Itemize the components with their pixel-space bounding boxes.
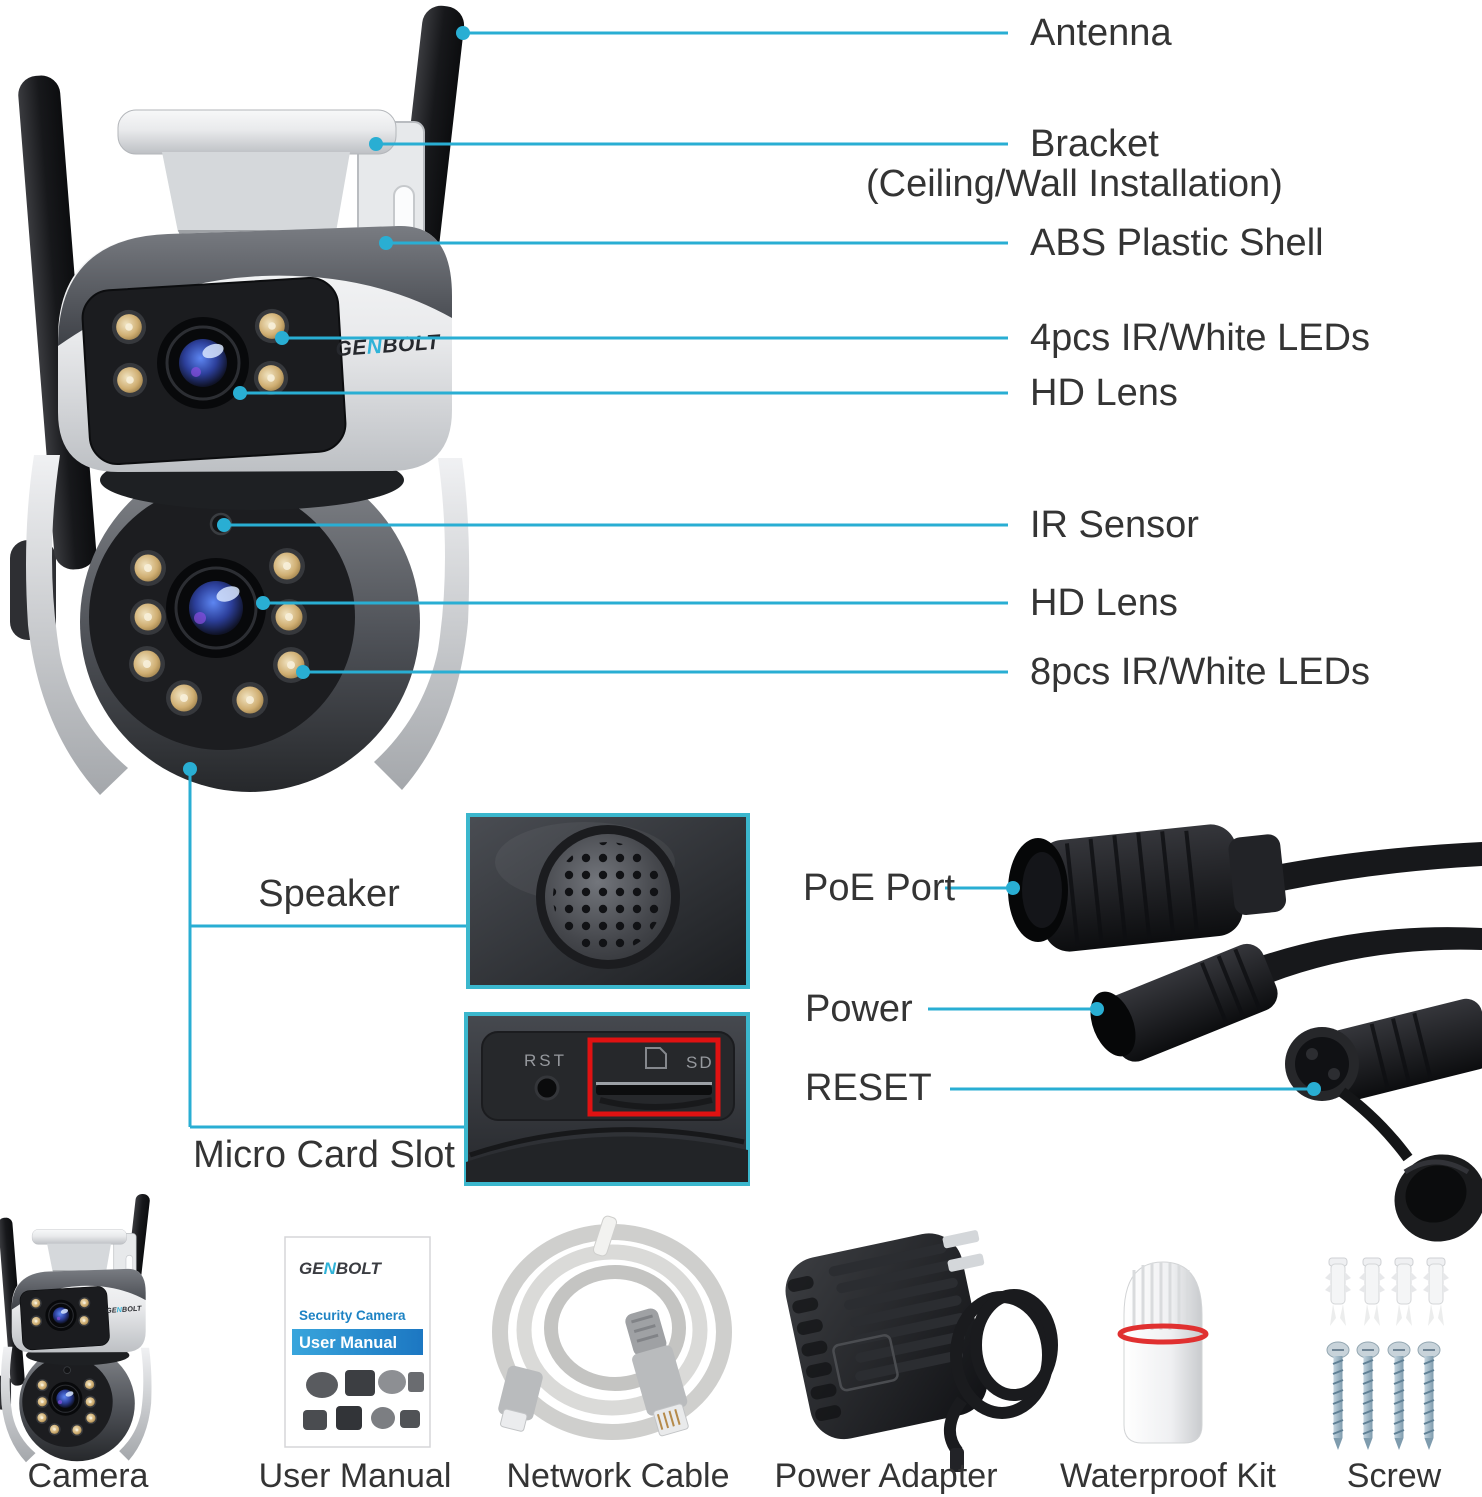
callout-lines xyxy=(183,26,1321,1129)
power-connector xyxy=(1090,927,1482,1062)
package-power-adapter xyxy=(785,1230,1058,1472)
card-slot-inset: RST SD xyxy=(464,1012,750,1186)
callout-label-antenna: Antenna xyxy=(1030,12,1172,54)
speaker-grille xyxy=(553,842,663,952)
callout-label-speaker: Speaker xyxy=(258,873,400,915)
sd-card-icon xyxy=(645,1047,667,1069)
manual-title: User Manual xyxy=(299,1334,397,1352)
rj45-connector xyxy=(625,1308,689,1437)
package-camera xyxy=(0,1193,152,1462)
callout-label-8pcs-leds: 8pcs IR/White LEDs xyxy=(1030,651,1370,693)
callout-label-bracket-sub: (Ceiling/Wall Installation) xyxy=(866,163,1283,205)
callout-label-abs-shell: ABS Plastic Shell xyxy=(1030,222,1324,264)
package-screws xyxy=(1324,1257,1450,1451)
speaker-inset xyxy=(466,813,750,989)
reset-button xyxy=(534,1075,560,1101)
package-label-screw: Screw xyxy=(1346,1457,1442,1495)
callout-label-reset: RESET xyxy=(805,1067,932,1109)
callout-label-hd-lens-bottom: HD Lens xyxy=(1030,582,1178,624)
package-label-network-cable: Network Cable xyxy=(506,1457,730,1495)
rst-label: RST xyxy=(524,1051,567,1070)
callout-dots xyxy=(183,26,1321,1096)
package-network-cable xyxy=(492,1215,732,1440)
poe-connector xyxy=(1008,824,1482,952)
reset-cap xyxy=(1394,1154,1482,1242)
package-label-user-manual: User Manual xyxy=(258,1457,452,1495)
callout-label-micro-card-slot: Micro Card Slot xyxy=(193,1134,455,1176)
red-highlight-box xyxy=(587,1037,721,1117)
callout-label-4pcs-leds: 4pcs IR/White LEDs xyxy=(1030,317,1370,359)
sd-label: SD xyxy=(686,1053,714,1072)
callout-label-hd-lens-top: HD Lens xyxy=(1030,372,1178,414)
callout-label-power: Power xyxy=(805,988,913,1030)
callout-label-ir-sensor: IR Sensor xyxy=(1030,504,1199,546)
callout-label-poe-port: PoE Port xyxy=(803,867,956,909)
reset-connector xyxy=(1285,998,1482,1242)
manual-thumbnails xyxy=(303,1370,424,1430)
cap-strap xyxy=(1338,1087,1413,1162)
callout-label-bracket: Bracket xyxy=(1030,123,1159,165)
sd-slot xyxy=(596,1085,712,1095)
cable-pigtail-photo xyxy=(1008,824,1482,1242)
package-label-waterproof-kit: Waterproof Kit xyxy=(1059,1457,1277,1495)
manual-subtitle: Security Camera xyxy=(299,1308,406,1323)
package-label-power-adapter: Power Adapter xyxy=(774,1457,998,1495)
red-band xyxy=(1117,1323,1209,1345)
package-waterproof-kit xyxy=(1117,1261,1209,1444)
rj45-connector-2 xyxy=(498,1365,543,1432)
package-user-manual: GENBOLT Security Camera User Manual xyxy=(284,1236,431,1448)
package-label-camera: Camera xyxy=(27,1457,149,1495)
manual-logo: GENBOLT xyxy=(299,1259,382,1278)
